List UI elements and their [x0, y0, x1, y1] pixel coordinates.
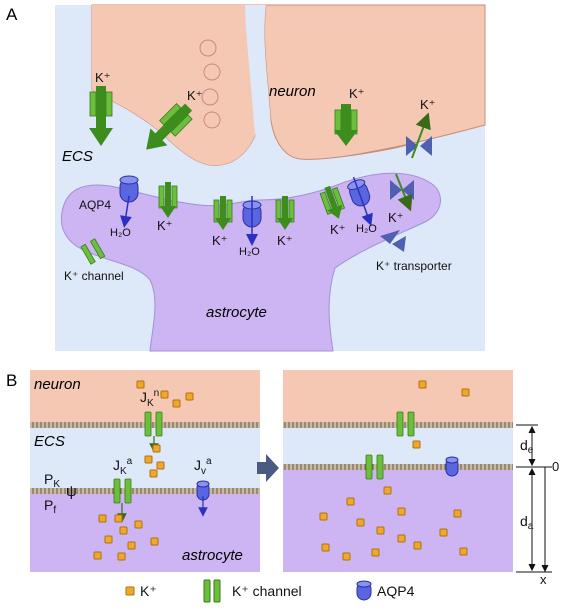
aqp4-channel [347, 176, 373, 227]
k-ion-label: K⁺ [212, 233, 228, 248]
dimension-axis [516, 424, 552, 573]
k-ion-label: K⁺ [95, 70, 111, 85]
b-neuron-k-channel [144, 411, 163, 437]
k-ion-label: K⁺ [187, 88, 203, 103]
neuron-k-channel [334, 104, 358, 146]
legend-ion-swatch [125, 586, 135, 596]
neuron-k-channel [89, 86, 113, 146]
legend-ion-label: K⁺ [140, 583, 157, 599]
astrocyte-k-channel [158, 182, 178, 218]
k-ion-label: K⁺ [157, 218, 173, 233]
flux-astro-k-label: JKa [113, 456, 133, 477]
transition-arrow [257, 454, 279, 482]
legend: K⁺ K⁺ channel AQP4 [125, 579, 415, 603]
k-ion-label: K⁺ [277, 233, 293, 248]
neuron-k-transporter [406, 112, 432, 159]
k-ion-label: K⁺ [420, 97, 436, 112]
b-ecs-label: ECS [34, 433, 65, 450]
b-right-neuron-k-channel [396, 411, 415, 437]
water-label: H₂O [239, 246, 260, 258]
da-label: da [520, 513, 534, 532]
panel-b-letter: B [6, 371, 17, 390]
x-axis-label: x [540, 572, 547, 587]
b-right-astro-k-channel [365, 454, 384, 480]
psi-label: ψ [66, 483, 77, 500]
zero-label: 0 [552, 459, 559, 474]
astrocyte-label: astrocyte [206, 304, 267, 321]
svg-text:Jva: Jva [194, 456, 212, 477]
de-label: de [520, 437, 534, 456]
water-label: H₂O [356, 223, 377, 235]
svg-text:de: de [520, 437, 534, 456]
svg-text:Pf: Pf [44, 497, 56, 516]
flux-astro-v-label: Jva [194, 456, 212, 477]
synaptic-vesicles [199, 39, 221, 129]
legend-aqp4-swatch [356, 580, 372, 601]
astrocyte-k-transporter [380, 230, 406, 252]
b-neuron-label: neuron [34, 376, 81, 393]
aqp4-channel [119, 175, 139, 228]
legend-channel-swatch [203, 579, 211, 603]
panel-a-letter: A [6, 5, 18, 24]
neuron-label: neuron [269, 83, 316, 100]
aqp4-channel [242, 196, 262, 246]
k-ion-label: K⁺ [388, 210, 404, 225]
k-ion-label: K⁺ [330, 222, 346, 237]
astrocyte-k-channel [275, 196, 295, 230]
neuron-k-channel [146, 103, 193, 150]
svg-text:JKa: JKa [113, 456, 133, 477]
svg-text:da: da [520, 513, 534, 532]
k-ion-label: K⁺ [349, 86, 365, 101]
water-label: H₂O [110, 227, 131, 239]
k-channel-label: K⁺ channel [64, 269, 124, 283]
b-astrocyte-label: astrocyte [182, 547, 243, 564]
legend-channel-label: K⁺ channel [232, 583, 302, 599]
b-aqp4-channel [196, 480, 210, 517]
pk-label: PK [44, 471, 60, 490]
astrocyte-k-channel [319, 185, 346, 219]
astrocyte-k-channel [213, 196, 233, 230]
k-transporter-label: K⁺ transporter [376, 259, 452, 273]
legend-aqp4-label: AQP4 [377, 583, 415, 599]
svg-text:PK: PK [44, 471, 60, 490]
aqp4-label: AQP4 [79, 198, 111, 212]
ecs-label: ECS [62, 148, 93, 165]
astrocyte-k-transporter [390, 173, 414, 212]
k-ions-left [93, 380, 194, 561]
astrocyte-body [60, 172, 441, 352]
flux-neuron-label: JKn [140, 388, 159, 409]
b-right-aqp4-channel [445, 456, 459, 477]
astrocyte-k-channel [80, 238, 106, 265]
pf-label: Pf [44, 497, 56, 516]
svg-text:JKn: JKn [140, 388, 159, 409]
k-ions-right [319, 380, 470, 561]
